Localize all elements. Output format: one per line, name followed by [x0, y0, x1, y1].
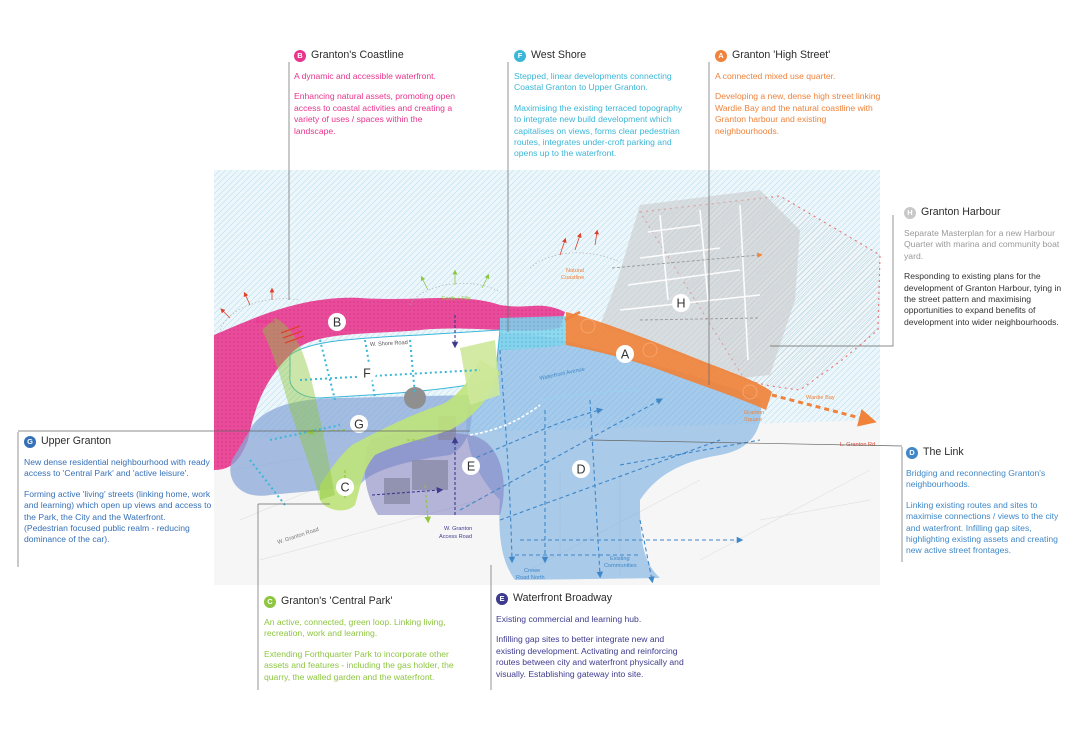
label-w-shore-road: W. Shore Road: [370, 340, 408, 348]
zone-f-west-shore: [289, 329, 501, 399]
zone-d-link: [466, 334, 761, 580]
panel-d-p1: Bridging and reconnecting Granton's neig…: [906, 468, 1046, 490]
panel-g-p2: Forming active 'living' streets (linking…: [24, 488, 212, 522]
zone-marker-e[interactable]: E: [462, 457, 480, 475]
label-bridges: Bridges: [256, 319, 275, 325]
svg-text:E: E: [467, 460, 475, 474]
panel-e-p2: Infilling gap sites to better integrate …: [496, 634, 684, 679]
leader-lines: [17, 62, 903, 690]
zone-c-central-park: [320, 360, 500, 511]
label-granton-square-1: Granton: [744, 410, 764, 416]
badge-f: F: [514, 50, 526, 62]
panel-f-title: West Shore: [531, 49, 587, 62]
label-existing-communities-1: Existing: [610, 556, 630, 562]
zone-marker-a[interactable]: A: [616, 345, 634, 363]
svg-text:A: A: [621, 348, 630, 362]
panel-g-p3: (Pedestrian focused public realm - reduc…: [24, 523, 190, 545]
label-w-granton-access-1: W. Granton: [444, 526, 472, 532]
panel-a-p1: A connected mixed use quarter.: [715, 71, 836, 81]
label-w-granton-access-2: Access Road: [439, 534, 472, 540]
panel-e-title: Waterfront Broadway: [513, 592, 613, 605]
bridges-icon: [280, 325, 305, 344]
panel-coastline: B Granton's Coastline A dynamic and acces…: [294, 49, 464, 146]
zone-marker-g[interactable]: G: [350, 415, 368, 433]
svg-text:C: C: [340, 481, 349, 495]
panel-upper-granton: G Upper Granton New dense residential nei…: [24, 435, 220, 555]
panel-e-p1: Existing commercial and learning hub.: [496, 614, 642, 624]
label-wardie-bay: Wardie Bay: [806, 395, 835, 401]
panel-d-title: The Link: [923, 446, 964, 459]
zone-marker-h[interactable]: H: [672, 294, 690, 312]
label-natural-coastline-2: Coastline: [561, 275, 584, 281]
label-granton-square-2: Square: [744, 417, 762, 423]
zone-marker-c[interactable]: C: [336, 478, 354, 496]
badge-e: E: [496, 593, 508, 605]
panel-h-p1: Separate Masterplan for a new Harbour Qu…: [904, 228, 1060, 261]
panel-g-p1: New dense residential neighbourhood with…: [24, 457, 210, 479]
panel-b-p2: Enhancing natural assets, promoting open…: [294, 91, 455, 136]
svg-text:D: D: [576, 463, 585, 477]
panel-high-street: A Granton 'High Street' A connected mixed…: [715, 49, 885, 146]
label-crewe-road-1: Crewe: [524, 568, 540, 574]
zone-a-high-street: [566, 312, 772, 410]
panel-b-p1: A dynamic and accessible waterfront.: [294, 71, 436, 81]
badge-g: G: [24, 436, 36, 448]
panel-f-p1: Stepped, linear developments connecting …: [514, 71, 672, 93]
label-natural-coastline-1: Natural: [566, 268, 584, 274]
svg-text:F: F: [363, 367, 371, 381]
panel-central-park: C Granton's 'Central Park' An active, con…: [264, 595, 460, 692]
panel-west-shore: F West Shore Stepped, linear developments…: [514, 49, 684, 169]
label-forth-fife: Forth + Fife: [442, 296, 471, 302]
label-existing-communities-2: Communities: [604, 563, 637, 569]
panel-d-p2: Linking existing routes and sites to max…: [906, 499, 1059, 556]
panel-waterfront-broadway: E Waterfront Broadway Existing commercial…: [496, 592, 694, 689]
panel-harbour: H Granton Harbour Separate Masterplan for…: [904, 206, 1066, 337]
badge-b: B: [294, 50, 306, 62]
panel-h-p2: Responding to existing plans for the dev…: [904, 271, 1062, 327]
zone-h-harbour: [600, 190, 800, 378]
panel-c-title: Granton's 'Central Park': [281, 595, 393, 608]
panel-a-title: Granton 'High Street': [732, 49, 831, 62]
panel-h-title: Granton Harbour: [921, 206, 1001, 219]
badge-h: H: [904, 207, 916, 219]
badge-a: A: [715, 50, 727, 62]
svg-text:B: B: [333, 316, 341, 330]
label-crewe-road-2: Road North: [516, 575, 545, 581]
svg-text:H: H: [676, 297, 685, 311]
panel-a-p2: Developing a new, dense high street link…: [715, 91, 881, 136]
zone-marker-d[interactable]: D: [572, 460, 590, 478]
panel-b-title: Granton's Coastline: [311, 49, 404, 62]
panel-c-p2: Extending Forthquarter Park to incorpora…: [264, 648, 454, 682]
panel-f-p2: Maximising the existing terraced topogra…: [514, 102, 683, 159]
panel-c-p1: An active, connected, green loop. Linkin…: [264, 617, 446, 639]
badge-d: D: [906, 447, 918, 459]
zone-marker-f[interactable]: F: [358, 364, 376, 382]
panel-the-link: D The Link Bridging and reconnecting Gran…: [906, 446, 1068, 566]
svg-text:G: G: [354, 418, 364, 432]
panel-g-title: Upper Granton: [41, 435, 112, 448]
badge-c: C: [264, 596, 276, 608]
zone-marker-b[interactable]: B: [328, 313, 346, 331]
